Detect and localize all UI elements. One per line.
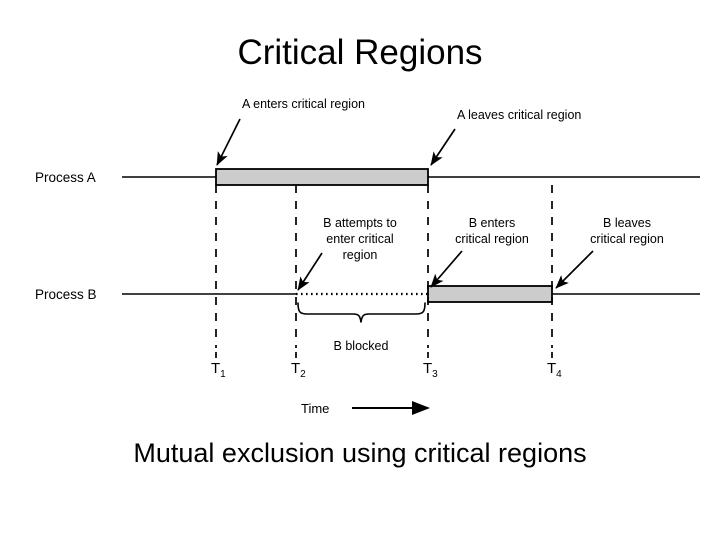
time-marker-ticks	[215, 352, 553, 358]
time-marker-t3-sub: 3	[432, 369, 438, 380]
time-marker-t3-base: T	[423, 360, 432, 377]
b-blocked-group: B blocked	[297, 302, 426, 353]
time-marker-t1-base: T	[211, 360, 220, 377]
annotation-a-enters-label: A enters critical region	[242, 97, 365, 111]
b-blocked-brace	[297, 302, 426, 323]
lane-label-process-b: Process B	[35, 287, 97, 302]
time-marker-t2: T2	[291, 360, 306, 380]
time-axis: Time	[301, 401, 430, 416]
annotation-b-attempts-line2: enter critical	[326, 232, 393, 246]
time-marker-t4-base: T	[547, 360, 556, 377]
time-marker-t1: T1	[211, 360, 226, 380]
annotation-a-enters: A enters critical region	[216, 97, 365, 166]
critical-regions-diagram: Process A Process B A	[0, 88, 720, 428]
b-blocked-label: B blocked	[334, 339, 389, 353]
time-marker-t4: T4	[547, 360, 562, 380]
page-title: Critical Regions	[237, 33, 483, 72]
annotation-b-enters-line2: critical region	[455, 232, 529, 246]
time-marker-t2-sub: 2	[300, 369, 306, 380]
slide-caption: Mutual exclusion using critical regions	[133, 438, 587, 468]
time-axis-label: Time	[301, 401, 329, 416]
process-a-critical-region-bar	[215, 168, 429, 186]
annotation-b-leaves-arrow	[555, 250, 594, 289]
annotation-a-leaves: A leaves critical region	[430, 108, 581, 166]
annotation-b-attempts-line1: B attempts to	[323, 216, 397, 230]
process-b-critical-region-bar	[427, 285, 553, 303]
annotation-b-enters: B enters critical region	[430, 216, 529, 288]
annotation-b-enters-line1: B enters	[469, 216, 516, 230]
annotation-a-leaves-arrow	[430, 128, 456, 166]
annotation-b-leaves-line1: B leaves	[603, 216, 651, 230]
time-marker-t1-sub: 1	[220, 369, 226, 380]
time-marker-labels: T1 T2 T3 T4	[211, 360, 562, 380]
time-marker-t2-base: T	[291, 360, 300, 377]
annotation-b-enters-arrow	[430, 250, 463, 288]
lane-process-b: Process B	[35, 285, 700, 303]
annotation-b-leaves: B leaves critical region	[555, 216, 664, 289]
time-marker-t4-sub: 4	[556, 369, 562, 380]
time-guides	[215, 185, 553, 348]
annotation-b-attempts-line3: region	[343, 248, 378, 262]
lane-label-process-a: Process A	[35, 170, 96, 185]
annotation-a-enters-arrow	[216, 118, 241, 166]
diagram-svg: Process A Process B A	[35, 97, 700, 416]
annotation-b-leaves-line2: critical region	[590, 232, 664, 246]
annotation-a-leaves-label: A leaves critical region	[457, 108, 581, 122]
annotation-b-attempts-arrow	[297, 252, 323, 291]
time-marker-t3: T3	[423, 360, 438, 380]
annotation-b-attempts: B attempts to enter critical region	[297, 216, 397, 291]
lane-process-a: Process A	[35, 168, 700, 186]
